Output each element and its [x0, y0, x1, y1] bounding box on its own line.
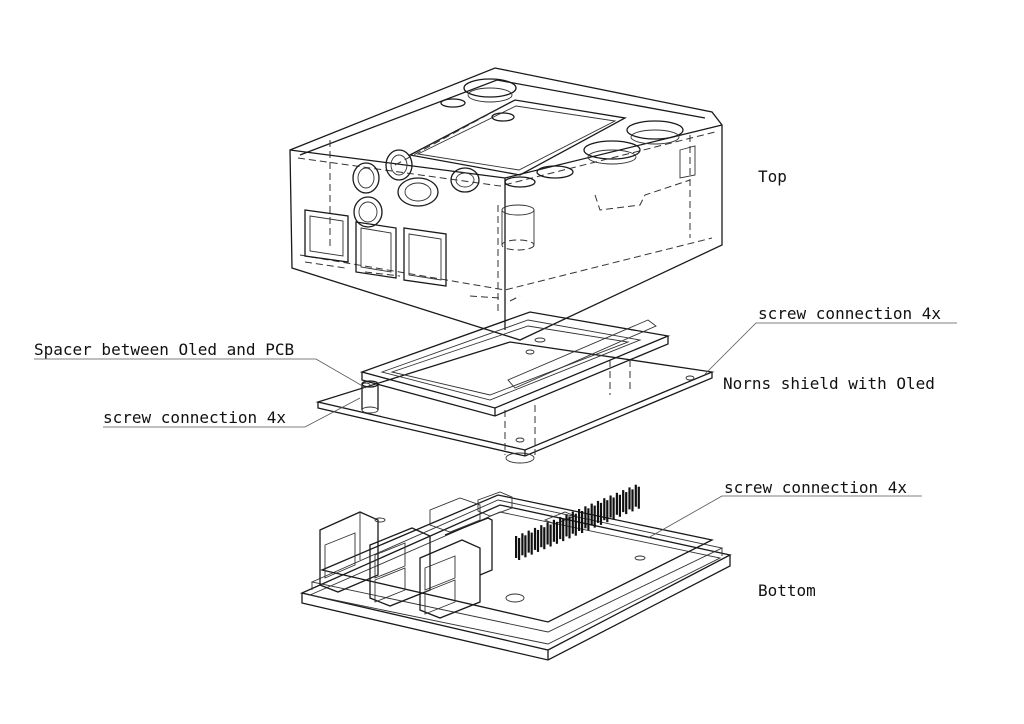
gpio-pin	[634, 484, 637, 507]
gpio-pin	[515, 536, 518, 558]
gpio-pin	[637, 486, 640, 509]
gpio-pin	[562, 519, 565, 542]
gpio-pin	[540, 525, 543, 548]
gpio-pin	[533, 527, 537, 550]
gpio-pin	[584, 506, 587, 529]
gpio-pin	[628, 487, 631, 510]
gpio-pin	[599, 502, 603, 525]
gpio-pin	[593, 505, 596, 528]
gpio-pin	[596, 500, 600, 523]
gpio-pin	[631, 489, 634, 512]
gpio-pin	[565, 514, 568, 537]
label-top: Top	[758, 167, 787, 186]
top-enclosure	[289, 67, 723, 341]
gpio-pin	[622, 490, 625, 513]
gpio-pin	[543, 527, 546, 550]
gpio-pin	[546, 522, 549, 545]
gpio-pin	[559, 517, 562, 540]
gpio-pin	[527, 530, 530, 553]
label-screw-connection-top-right: screw connection 4x	[758, 304, 942, 323]
leader-spacer	[34, 358, 367, 389]
label-bottom: Bottom	[758, 581, 816, 600]
gpio-pin	[521, 533, 524, 556]
gpio-pin	[587, 508, 590, 531]
gpio-pin	[609, 495, 612, 518]
gpio-pin	[590, 503, 593, 526]
gpio-pin	[530, 532, 533, 555]
leader-screw-bottom-right	[647, 495, 922, 539]
gpio-pin	[571, 511, 574, 534]
label-norns-shield: Norns shield with Oled	[723, 374, 935, 393]
gpio-pin	[555, 521, 558, 544]
gpio-pin	[581, 511, 584, 533]
gpio-pin	[615, 492, 618, 515]
gpio-pin	[574, 513, 577, 536]
gpio-pin	[524, 535, 527, 558]
gpio-pin	[549, 524, 552, 547]
label-screw-connection-left: screw connection 4x	[103, 408, 287, 427]
gpio-pin	[578, 509, 581, 531]
gpio-header-pins	[515, 484, 640, 560]
gpio-pin	[536, 529, 540, 552]
gpio-pin	[606, 500, 609, 523]
gpio-pin	[552, 519, 555, 542]
gpio-pin	[625, 492, 628, 515]
raspberry-pi-board	[319, 484, 714, 623]
gpio-pin	[568, 516, 571, 539]
gpio-pin	[612, 497, 615, 520]
oled-display-module	[359, 311, 671, 417]
leader-screw-left	[103, 397, 361, 428]
label-spacer: Spacer between Oled and PCB	[34, 340, 295, 359]
gpio-pin	[603, 498, 606, 521]
oled-spacer	[361, 380, 379, 414]
label-screw-connection-bottom-right: screw connection 4x	[724, 478, 908, 497]
gpio-pin	[518, 538, 521, 560]
leader-screw-top-right	[704, 322, 957, 375]
norns-shield-pcb	[315, 341, 715, 464]
gpio-pin	[618, 494, 621, 517]
